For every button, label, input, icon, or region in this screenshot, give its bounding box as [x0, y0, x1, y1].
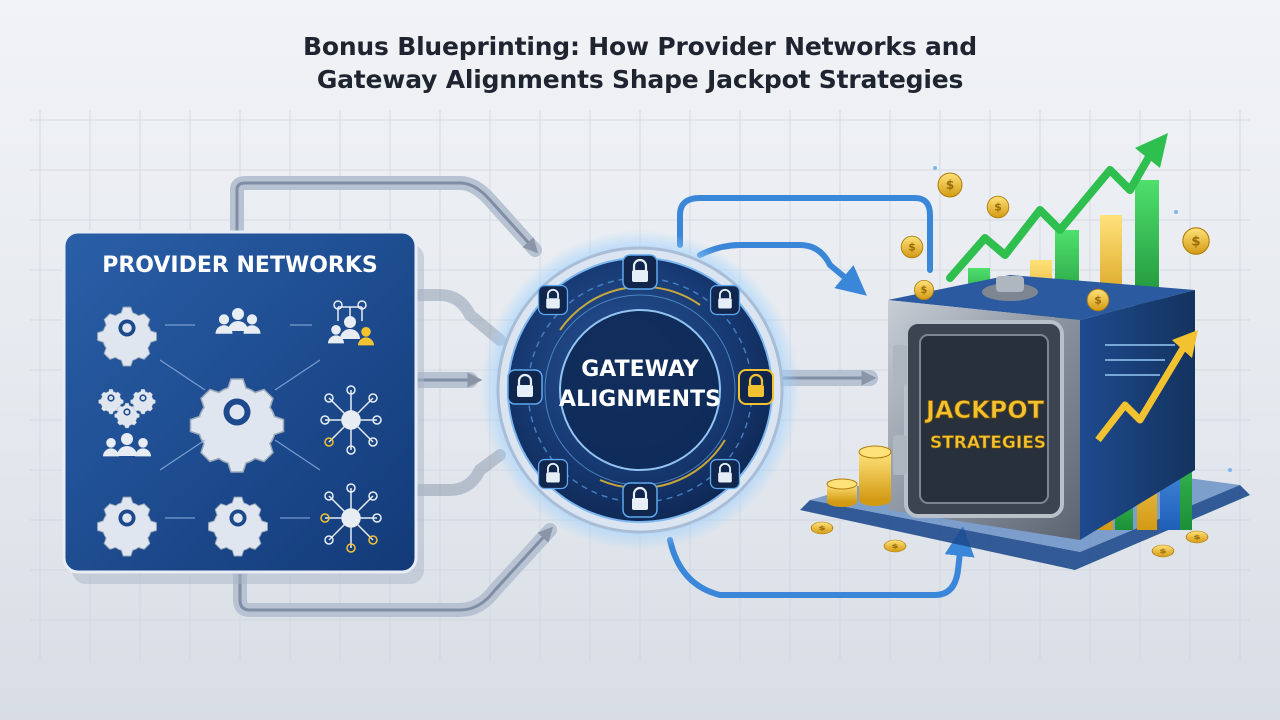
jackpot-label-line-2: STRATEGIES [930, 433, 1046, 453]
hub-network-icon [320, 483, 382, 553]
hub-network-icon [320, 385, 382, 455]
lock-icon [537, 284, 569, 316]
gateway-label-line-1: GATEWAY [581, 357, 700, 382]
coin-icon [810, 521, 834, 535]
trend-arrow-icon [946, 133, 1168, 282]
coin-icon [986, 195, 1010, 219]
lock-icon [709, 458, 741, 490]
coin-icon [914, 279, 934, 301]
gateway-label-line-2: ALIGNMENTS [559, 387, 721, 412]
connector-arrows [230, 176, 975, 617]
provider-networks-label: PROVIDER NETWORKS [102, 253, 378, 278]
coin-icon [1086, 288, 1110, 312]
title-line-1: Bonus Blueprinting: How Provider Network… [303, 32, 977, 61]
gateway-alignments-ring: GATEWAY ALIGNMENTS [480, 230, 800, 550]
coin-icon [900, 235, 924, 259]
coin-stack [826, 445, 892, 507]
lock-icon [506, 368, 544, 406]
sparkle [933, 166, 1232, 472]
rising-arrow-icon [1095, 330, 1198, 443]
panel-connector-lines [159, 324, 321, 519]
coin-icon [1182, 227, 1210, 255]
provider-networks-panel: PROVIDER NETWORKS [62, 230, 424, 584]
jackpot-strategies-vault: JACKPOT STRATEGIES [800, 133, 1250, 570]
lock-icon [537, 458, 569, 490]
lock-icon [709, 284, 741, 316]
lock-icon [738, 369, 774, 405]
title-line-2: Gateway Alignments Shape Jackpot Strateg… [316, 65, 964, 94]
lock-icon [621, 481, 659, 519]
coin-icon [937, 172, 963, 198]
page-title: Bonus Blueprinting: How Provider Network… [0, 30, 1280, 96]
jackpot-label-line-1: JACKPOT [924, 396, 1045, 424]
coin-icon [1151, 544, 1175, 558]
org-chart-icon [328, 300, 374, 346]
coin-icon [1185, 530, 1209, 544]
lock-icon [621, 253, 659, 291]
coin-icon [883, 539, 907, 553]
